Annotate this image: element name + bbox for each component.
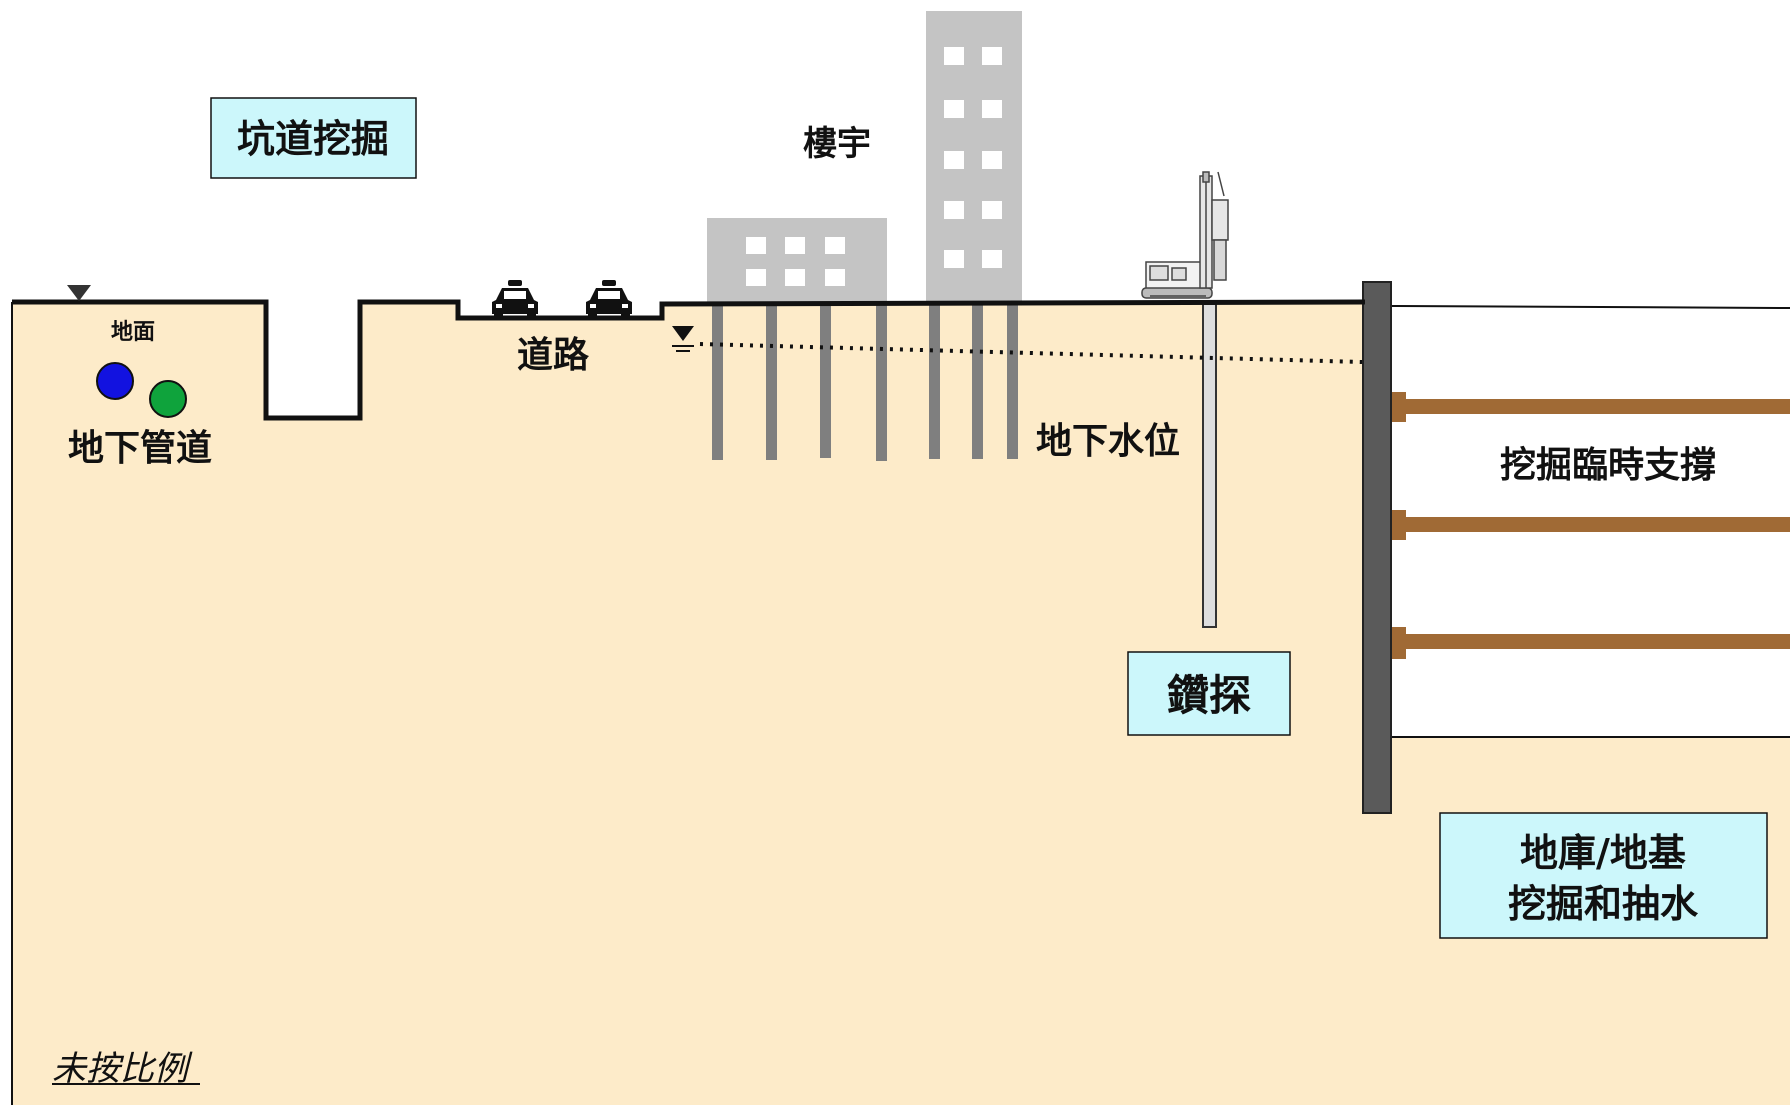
- not-to-scale-note: 未按比例: [52, 1049, 193, 1089]
- underground-pipes-label: 地下管道: [68, 428, 212, 469]
- building-tower: [926, 11, 1022, 304]
- road-label: 道路: [517, 335, 590, 376]
- ground-level-marker-icon: [67, 285, 91, 301]
- retaining-wall: [1362, 281, 1392, 814]
- groundwater-line: [699, 342, 1363, 364]
- water-level-icon: [672, 326, 694, 352]
- pipe-blue: [96, 362, 134, 400]
- building-label: 樓宇: [803, 124, 871, 164]
- borehole: [1202, 303, 1217, 628]
- basement-label-line1: 地庫/地基: [1520, 831, 1686, 875]
- drilling-label-box: [1127, 651, 1291, 736]
- soil-area: [12, 302, 1365, 1105]
- excavation-top-edge: [1391, 305, 1790, 309]
- ground-surface-label: 地面: [111, 320, 155, 345]
- car-icon: [492, 280, 538, 320]
- drill-rig-icon: [1141, 171, 1229, 299]
- basement-label-box: [1439, 812, 1768, 939]
- ground-surface-line: [12, 299, 1366, 421]
- tunnel-excavation-label: 坑道挖掘: [237, 117, 389, 161]
- basement-label-line2: 挖掘和抽水: [1508, 882, 1699, 926]
- car-icon: [586, 280, 632, 320]
- foundation-piles: [712, 304, 1018, 461]
- pipe-green: [149, 380, 187, 418]
- groundwater-level-label: 地下水位: [1036, 421, 1180, 462]
- building-low: [707, 218, 887, 304]
- temporary-support-label: 挖掘臨時支撐: [1500, 445, 1716, 486]
- drilling-label: 鑽探: [1167, 671, 1251, 720]
- tunnel-label-box: [210, 97, 417, 179]
- temporary-struts: [1392, 392, 1790, 659]
